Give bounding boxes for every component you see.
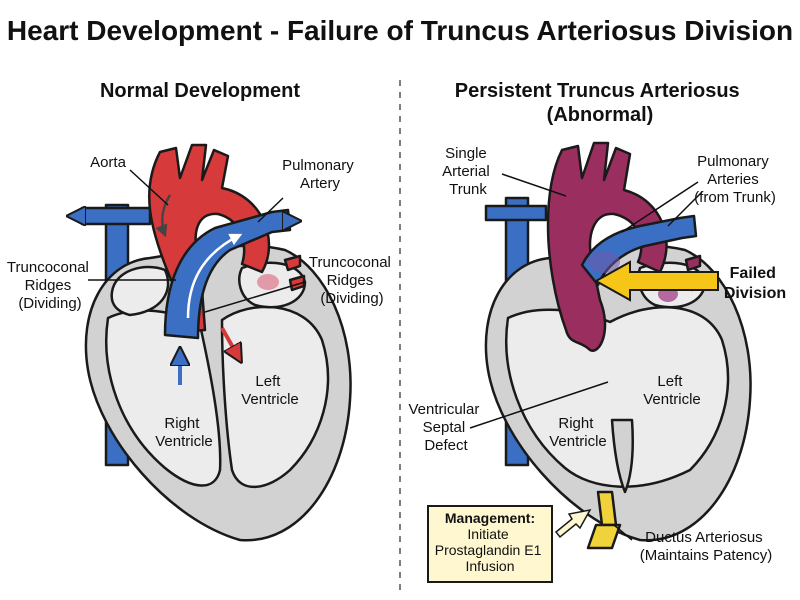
ventricular-septal-defect-label: Ventricular Septal Defect	[408, 401, 483, 454]
truncus-heading: Persistent Truncus Arteriosus (Abnormal)	[455, 80, 745, 126]
truncus-pulmonary-vein-1	[684, 254, 702, 272]
svc-branch	[80, 206, 152, 226]
single-trunk-leader	[501, 173, 567, 197]
mixing-region	[588, 251, 620, 273]
pulmonary-artery-label: Pulmonary Artery	[282, 157, 358, 192]
ductus-arteriosus	[586, 523, 622, 550]
truncus-right-ventricle-label: Right Ventricle	[549, 415, 607, 450]
management-text: Initiate Prostaglandin E1 Infusion	[435, 526, 546, 574]
ductus-arteriosus-stem	[596, 490, 618, 527]
pulmonary-artery-leader	[257, 197, 284, 223]
pulmonary-vein-opening	[257, 274, 279, 290]
normal-heart-panel: Normal Development	[7, 80, 395, 542]
page-title: Heart Development - Failure of Truncus A…	[7, 15, 793, 46]
normal-left-ventricle-label: Left Ventricle	[241, 373, 299, 408]
failed-division-label: Failed Division	[724, 265, 786, 302]
pulmonary-arteries-label: Pulmonary Arteries (from Trunk)	[694, 153, 776, 206]
pulmonary-arteries-leader-1	[621, 181, 699, 233]
ductus-arteriosus-label: Ductus Arteriosus (Maintains Patency)	[640, 529, 773, 564]
failed-division-arrow	[593, 260, 719, 302]
truncoconal-ridges-left-label: Truncoconal Ridges (Dividing)	[7, 259, 93, 312]
normal-heading: Normal Development	[100, 80, 300, 102]
truncus-left-ventricle-label: Left Ventricle	[643, 373, 701, 408]
aorta-label: Aorta	[90, 154, 127, 171]
partial-ventricular-septum	[610, 418, 634, 494]
pulmonary-vein-1	[283, 254, 302, 272]
normal-left-ventricle	[220, 305, 330, 489]
aorta-leader	[129, 169, 169, 206]
vsd-leader	[469, 381, 609, 429]
left-ventricle-flow-arrow	[220, 327, 240, 360]
ridges-right-leader	[204, 281, 306, 313]
management-box	[427, 505, 553, 583]
management-arrow	[554, 508, 592, 539]
truncus-heart-panel: Persistent Truncus Arteriosus (Abnormal)	[408, 80, 786, 583]
management-title: Management:	[445, 510, 535, 526]
truncus-svc-branch	[484, 204, 548, 222]
aortic-flow-arrow	[155, 194, 172, 238]
pulmonary-arteries-leader-2	[667, 191, 703, 227]
ductus-leader	[613, 524, 633, 541]
normal-right-atrium	[110, 265, 170, 317]
truncoconal-ridges-right-label: Truncoconal Ridges (Dividing)	[309, 254, 395, 307]
normal-right-ventricle-label: Right Ventricle	[155, 415, 213, 450]
single-arterial-trunk-label: Single Arterial Trunk	[442, 145, 494, 198]
pulmonary-flow-arrow	[186, 233, 243, 319]
truncus-common-ventricle	[505, 306, 730, 488]
